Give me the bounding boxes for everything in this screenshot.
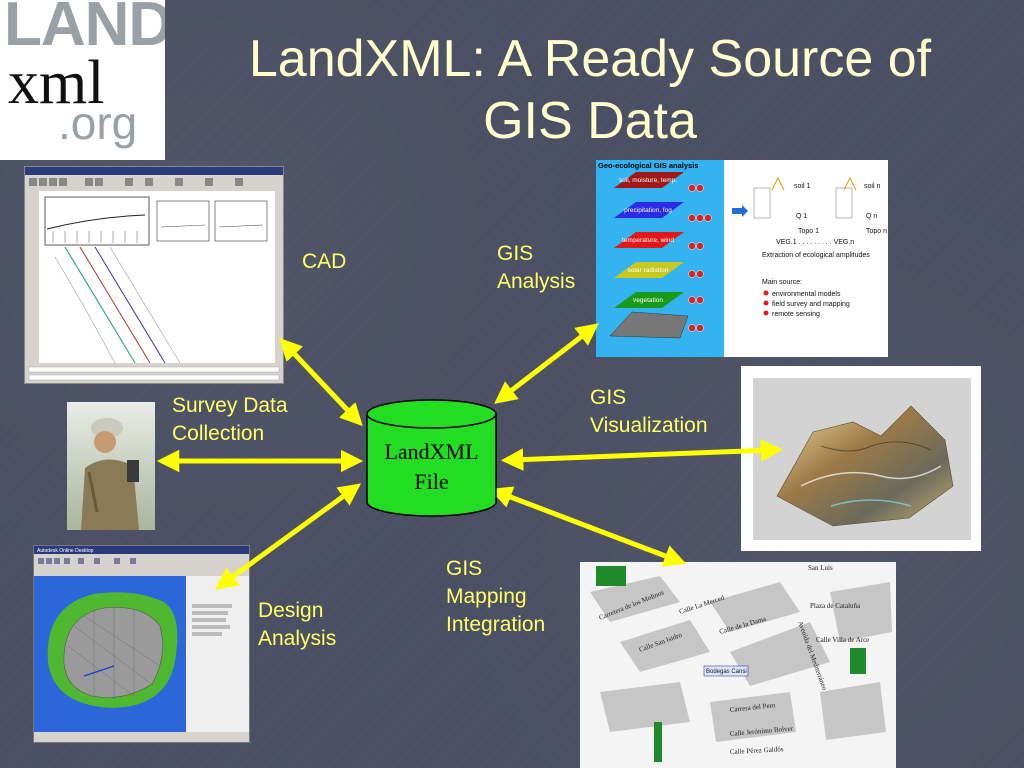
label-gis-viz-2: Visualization — [590, 414, 708, 437]
landxml-file-cylinder — [366, 399, 497, 517]
layer-2-label: precipitation, fog — [624, 207, 672, 214]
source-3: remote sensing — [772, 311, 820, 318]
veg-range: VEG.1 . . . . . . . . . VEG.n — [776, 239, 854, 246]
label-gis-viz-1: GIS — [590, 386, 627, 409]
soil-1: soil 1 — [794, 183, 810, 190]
label-gis-analysis-2: Analysis — [497, 270, 576, 293]
topo-n: Topo n — [866, 228, 887, 235]
map-marker-label: Bodegas Cansi — [706, 669, 747, 675]
slide-title: LandXML: A Ready Source of GIS Data — [190, 28, 990, 152]
label-design-2: Analysis — [258, 627, 337, 650]
title-line-2: GIS Data — [483, 92, 697, 150]
street-11: Plaza de Cataluña — [810, 602, 861, 610]
label-gis-visualization: GIS Visualization — [590, 384, 760, 440]
design-window-title: Autodesk Online Desktop — [37, 548, 94, 554]
street-8: Calle Pérez Galdós — [730, 745, 784, 756]
design-analysis-screenshot: Autodesk Online Desktop — [33, 545, 250, 743]
street-10: San Luis — [808, 564, 833, 572]
label-mapping-2: Mapping — [446, 585, 527, 608]
landxml-file-label: LandXML File — [365, 437, 498, 497]
logo-xml: xml — [8, 49, 105, 117]
title-line-1: LandXML: A Ready Source of — [248, 30, 932, 88]
soil-n: soil n — [864, 183, 880, 190]
survey-photo — [67, 402, 155, 530]
layer-3-label: temperature, wind — [622, 237, 674, 244]
arrow-gis-mapping — [489, 486, 687, 567]
cad-screenshot — [24, 166, 284, 384]
arrow-gis-visualization — [500, 439, 784, 471]
arrow-cad — [279, 337, 363, 427]
extraction-text: Extraction of ecological amplitudes — [762, 252, 870, 259]
q-1: Q 1 — [796, 213, 807, 220]
topo-1: Topo 1 — [798, 228, 819, 235]
center-line-2: File — [414, 469, 449, 494]
gis-heading: Geo-ecological GIS analysis — [598, 161, 698, 170]
label-design-analysis: Design Analysis — [258, 597, 428, 653]
label-mapping-1: GIS — [446, 557, 483, 580]
label-design-1: Design — [258, 599, 324, 622]
label-survey-2: Collection — [172, 422, 265, 445]
label-mapping-3: Integration — [446, 613, 546, 636]
center-line-1: LandXML — [384, 439, 479, 464]
layer-1-label: soil, moisture, temp. — [619, 177, 677, 184]
layer-4-label: solar radiation — [628, 267, 669, 274]
logo-org: .org — [58, 97, 138, 149]
q-n: Q n — [866, 213, 877, 220]
street-9: Calle Villa de Arce — [816, 636, 869, 644]
logo-land: LAND — [4, 0, 165, 59]
label-cad: CAD — [302, 250, 347, 273]
terrain-visualization — [741, 366, 981, 551]
street-map: Carretera de los Molinos Calle La Merced… — [580, 562, 896, 768]
layer-5-label: vegetation — [633, 297, 663, 304]
landxml-logo: LAND xml .org — [0, 0, 165, 160]
gis-analysis-figure: Geo-ecological GIS analysis soil, moistu… — [596, 160, 888, 357]
label-survey-1: Survey Data — [172, 394, 288, 417]
source-1: environmental models — [772, 291, 841, 298]
source-2: field survey and mapping — [772, 301, 850, 308]
label-gis-analysis-1: GIS — [497, 242, 534, 265]
arrow-design — [214, 483, 362, 590]
arrow-gis-analysis — [494, 323, 599, 404]
main-source: Main source: — [762, 279, 802, 286]
label-survey: Survey Data Collection — [172, 392, 342, 448]
label-gis-analysis: GIS Analysis — [497, 240, 667, 296]
label-gis-mapping: GIS Mapping Integration — [446, 555, 616, 639]
